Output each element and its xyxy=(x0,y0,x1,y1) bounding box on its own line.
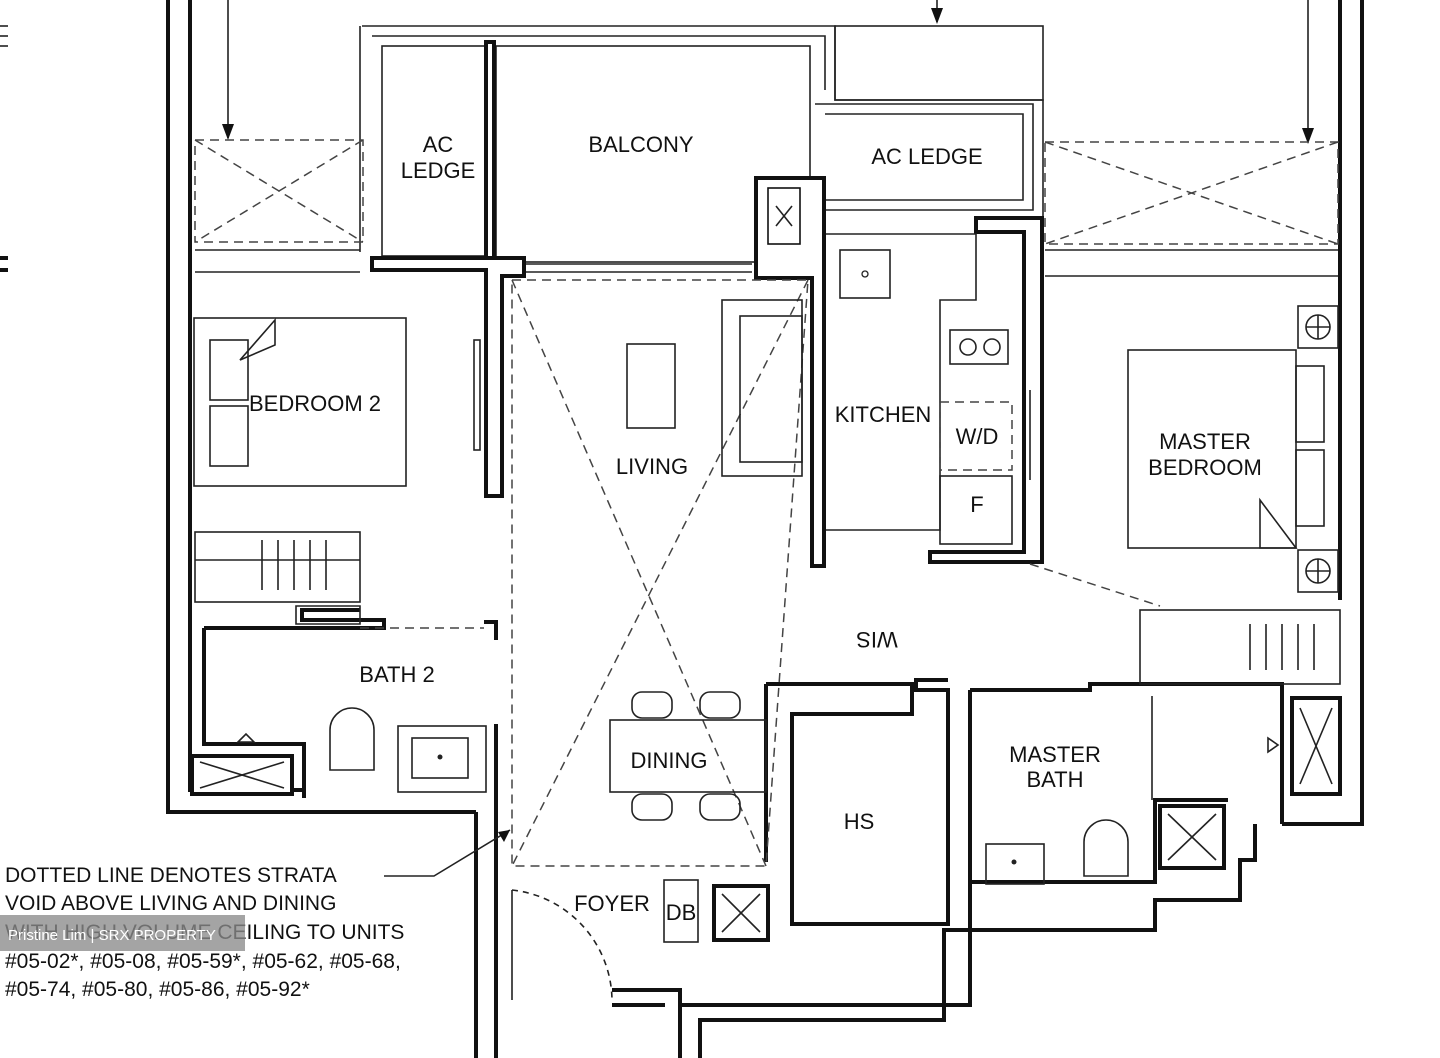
room-labels: AC LEDGE BALCONY AC LEDGE BEDROOM 2 LIVI… xyxy=(249,132,1262,925)
label-master-bath-2: BATH xyxy=(1026,767,1083,792)
label-fridge: F xyxy=(970,492,983,517)
label-ac-ledge-left-2: LEDGE xyxy=(401,158,476,183)
furniture xyxy=(193,233,1341,1001)
watermark: Pristine Lim | SRX PROPERTY xyxy=(0,915,245,951)
label-master-bath-1: MASTER xyxy=(1009,742,1101,767)
label-master-bedroom-1: MASTER xyxy=(1159,429,1251,454)
left-edge-marks xyxy=(0,25,8,272)
label-ac-ledge-right: AC LEDGE xyxy=(871,144,982,169)
label-balcony: BALCONY xyxy=(588,132,693,157)
watermark-text: Pristine Lim | SRX PROPERTY xyxy=(8,927,216,944)
shaft-x-boxes xyxy=(190,696,1342,942)
note-line-5: #05-74, #05-80, #05-86, #05-92* xyxy=(5,978,310,1001)
label-bedroom-2: BEDROOM 2 xyxy=(249,391,381,416)
arrow-icons xyxy=(222,0,1314,144)
label-db: DB xyxy=(666,900,697,925)
label-wis: WIS xyxy=(856,627,898,652)
label-master-bedroom-2: BEDROOM xyxy=(1148,455,1262,480)
note-line-2: VOID ABOVE LIVING AND DINING xyxy=(5,892,336,915)
void-x-boxes xyxy=(194,139,1339,277)
strata-void-lines xyxy=(360,279,1161,867)
balcony-area xyxy=(359,25,1044,266)
note-line-4: #05-02*, #05-08, #05-59*, #05-62, #05-68… xyxy=(5,950,401,973)
label-bath-2: BATH 2 xyxy=(359,662,434,687)
label-ac-ledge-left-1: AC xyxy=(423,132,454,157)
note-leader xyxy=(384,829,511,877)
label-kitchen: KITCHEN xyxy=(835,402,932,427)
label-living: LIVING xyxy=(616,454,688,479)
label-hs: HS xyxy=(844,809,875,834)
label-dining: DINING xyxy=(631,748,708,773)
internal-walls xyxy=(194,176,1284,926)
label-foyer: FOYER xyxy=(574,891,650,916)
label-wd: W/D xyxy=(956,424,999,449)
note-line-1: DOTTED LINE DENOTES STRATA xyxy=(5,864,337,887)
